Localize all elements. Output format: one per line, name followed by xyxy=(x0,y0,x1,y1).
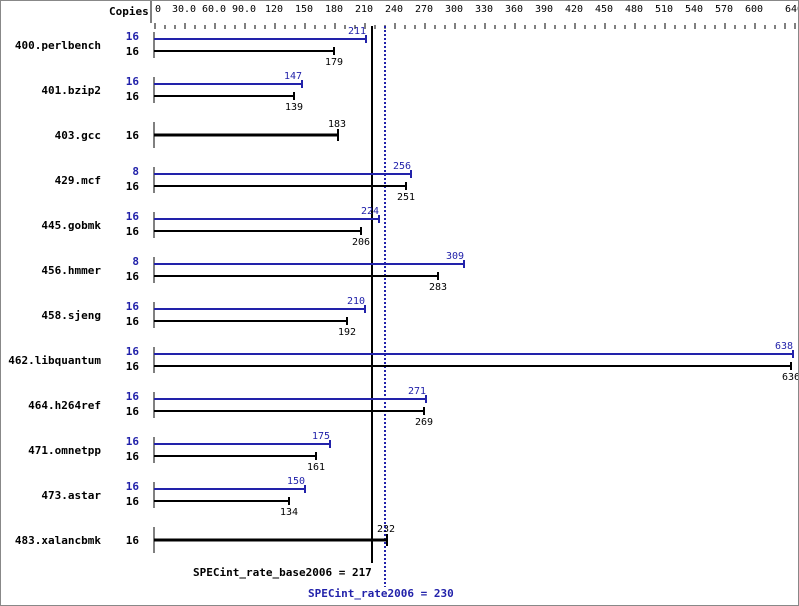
benchmark-name: 473.astar xyxy=(41,489,101,502)
axis-tick-label: 330 xyxy=(475,4,493,15)
peak-value-label: 175 xyxy=(312,431,330,442)
base-value-label: 232 xyxy=(377,524,395,535)
benchmark-name: 483.xalancbmk xyxy=(15,534,101,547)
benchmark-name: 456.hmmer xyxy=(41,264,101,277)
base-value-label: 192 xyxy=(338,327,356,338)
axis-tick-label: 300 xyxy=(445,4,463,15)
axis-tick-label: 60.0 xyxy=(202,4,226,15)
base-copies: 16 xyxy=(126,180,140,193)
peak-copies: 16 xyxy=(126,480,140,493)
base-copies: 16 xyxy=(126,225,140,238)
base-copies: 16 xyxy=(126,450,140,463)
peak-value-label: 147 xyxy=(284,71,302,82)
peak-value-label: 271 xyxy=(408,386,426,397)
base-copies: 16 xyxy=(126,315,140,328)
peak-value-label: 211 xyxy=(348,26,366,37)
peak-copies: 8 xyxy=(132,255,139,268)
peak-value-label: 210 xyxy=(347,296,365,307)
base-value-label: 269 xyxy=(415,417,433,428)
peak-summary-label: SPECint_rate2006 = 230 xyxy=(308,587,454,600)
benchmark-name: 403.gcc xyxy=(55,129,101,142)
base-value-label: 251 xyxy=(397,192,415,203)
axis-tick-label: 480 xyxy=(625,4,643,15)
base-value-label: 283 xyxy=(429,282,447,293)
axis-tick-label: 600 xyxy=(745,4,763,15)
base-value-label: 636 xyxy=(782,372,798,383)
peak-value-label: 309 xyxy=(446,251,464,262)
axis-tick-label: 240 xyxy=(385,4,403,15)
axis-tick-label: 450 xyxy=(595,4,613,15)
base-copies: 16 xyxy=(126,534,140,547)
base-value-label: 183 xyxy=(328,119,346,130)
base-value-label: 206 xyxy=(352,237,370,248)
benchmark-name: 401.bzip2 xyxy=(41,84,101,97)
benchmark-name: 445.gobmk xyxy=(41,219,101,232)
axis-tick-label: 150 xyxy=(295,4,313,15)
peak-copies: 8 xyxy=(132,165,139,178)
peak-copies: 16 xyxy=(126,210,140,223)
axis-tick-label: 30.0 xyxy=(172,4,196,15)
axis-tick-label: 390 xyxy=(535,4,553,15)
axis-tick-label: 540 xyxy=(685,4,703,15)
peak-value-label: 256 xyxy=(393,161,411,172)
benchmark-name: 400.perlbench xyxy=(15,39,101,52)
benchmark-name: 471.omnetpp xyxy=(28,444,101,457)
base-summary-label: SPECint_rate_base2006 = 217 xyxy=(193,566,372,579)
copies-header: Copies xyxy=(109,5,149,18)
base-copies: 16 xyxy=(126,360,140,373)
base-copies: 16 xyxy=(126,405,140,418)
axis-tick-label: 420 xyxy=(565,4,583,15)
base-copies: 16 xyxy=(126,90,140,103)
axis-tick-label: 360 xyxy=(505,4,523,15)
base-copies: 16 xyxy=(126,495,140,508)
axis-tick-label: 180 xyxy=(325,4,343,15)
benchmark-name: 458.sjeng xyxy=(41,309,101,322)
axis-tick-label: 210 xyxy=(355,4,373,15)
base-copies: 16 xyxy=(126,45,140,58)
benchmark-name: 464.h264ref xyxy=(28,399,101,412)
base-value-label: 134 xyxy=(280,507,298,518)
peak-copies: 16 xyxy=(126,300,140,313)
peak-value-label: 638 xyxy=(775,341,793,352)
base-value-label: 179 xyxy=(325,57,343,68)
peak-value-label: 224 xyxy=(361,206,379,217)
peak-copies: 16 xyxy=(126,345,140,358)
peak-copies: 16 xyxy=(126,390,140,403)
base-copies: 16 xyxy=(126,129,140,142)
axis-tick-label: 120 xyxy=(265,4,283,15)
base-copies: 16 xyxy=(126,270,140,283)
axis-tick-label: 0 xyxy=(155,4,161,15)
benchmark-name: 462.libquantum xyxy=(8,354,101,367)
axis-tick-label: 510 xyxy=(655,4,673,15)
peak-copies: 16 xyxy=(126,30,140,43)
axis-tick-label: 570 xyxy=(715,4,733,15)
peak-value-label: 150 xyxy=(287,476,305,487)
axis-tick-label: 270 xyxy=(415,4,433,15)
axis-tick-label: 640 xyxy=(785,4,798,15)
benchmark-name: 429.mcf xyxy=(55,174,101,187)
base-value-label: 139 xyxy=(285,102,303,113)
base-value-label: 161 xyxy=(307,462,325,473)
peak-copies: 16 xyxy=(126,435,140,448)
peak-copies: 16 xyxy=(126,75,140,88)
axis-tick-label: 90.0 xyxy=(232,4,256,15)
